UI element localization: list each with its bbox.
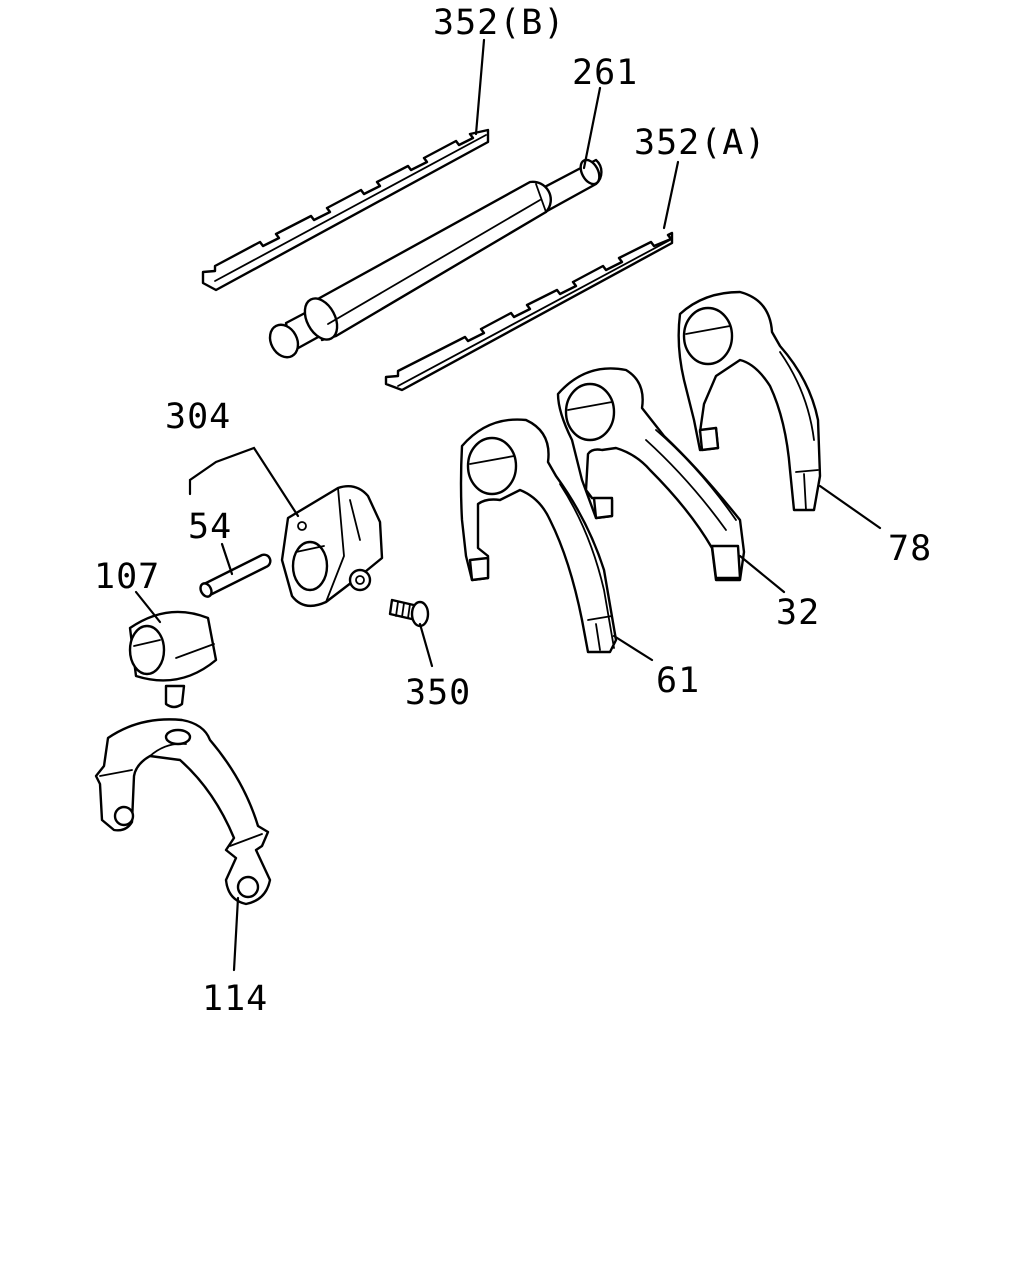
fork-114 [94, 718, 272, 906]
leader-54 [220, 542, 234, 576]
callout-352a: 352(A) [634, 123, 766, 163]
leader-lines [134, 38, 882, 972]
callout-78: 78 [888, 529, 932, 569]
callout-350: 350 [405, 673, 471, 713]
detent-plate-352a [384, 231, 674, 392]
leader-261 [582, 86, 602, 170]
callout-61: 61 [656, 661, 700, 701]
leader-107 [134, 590, 162, 624]
callout-107: 107 [94, 557, 160, 597]
pin-54 [199, 553, 272, 598]
callout-304: 304 [165, 397, 231, 437]
callout-32: 32 [776, 593, 820, 633]
shift-block-304 [280, 485, 384, 608]
leader-32 [738, 554, 786, 594]
leader-352b [474, 38, 486, 136]
sleeve-107 [128, 610, 218, 709]
leader-78 [818, 484, 882, 530]
callout-114: 114 [202, 979, 268, 1019]
fork-78 [677, 290, 822, 512]
leader-352a [662, 160, 680, 230]
leader-114 [232, 896, 240, 972]
leader-304 [188, 446, 300, 518]
callouts: 352(B) 261 352(A) 304 54 107 350 61 32 7… [94, 3, 932, 1019]
leader-61 [612, 634, 654, 662]
fork-61 [459, 418, 618, 654]
bolt-350 [388, 598, 430, 628]
callout-261: 261 [572, 53, 638, 93]
detent-plate-352b [201, 128, 490, 292]
fork-32 [556, 367, 746, 582]
leader-350 [418, 622, 434, 668]
callout-352b: 352(B) [433, 3, 565, 43]
shift-shaft-261 [268, 158, 603, 359]
callout-54: 54 [188, 507, 232, 547]
